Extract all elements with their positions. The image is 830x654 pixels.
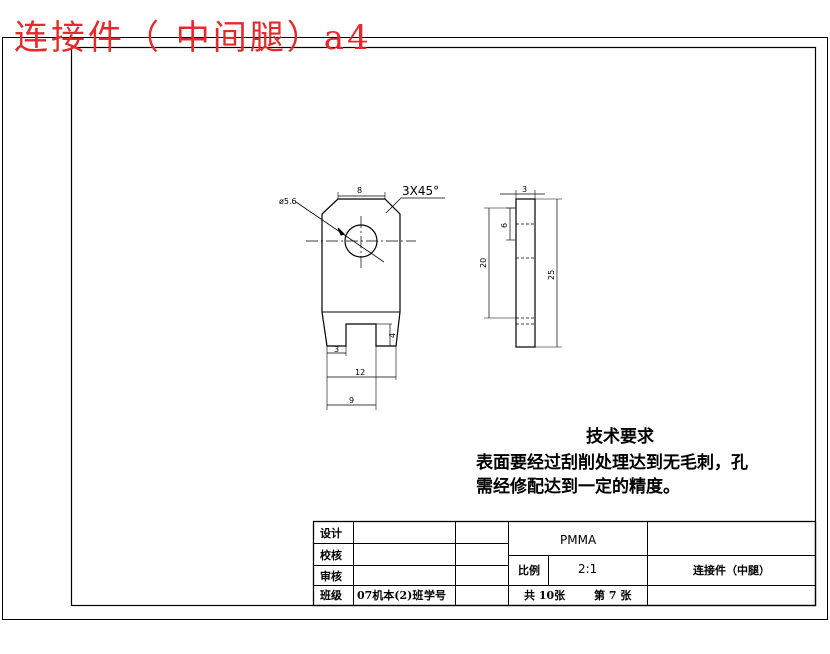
inner-height-label: 20 <box>479 258 488 268</box>
title-block <box>312 520 817 607</box>
side-view-outline <box>515 198 536 348</box>
review-label: 审核 <box>320 569 342 583</box>
left-slot-label: 3 <box>334 345 339 354</box>
scale-value: 2:1 <box>578 562 597 576</box>
requirements-heading: 技术要求 <box>586 426 654 447</box>
bottom-width-label: 12 <box>355 368 365 377</box>
material-value: PMMA <box>560 533 597 547</box>
slot-depth-label: 4 <box>388 333 397 338</box>
chamfer-label: 3X45° <box>402 184 439 198</box>
hole-diameter-label: ø5.6 <box>279 197 297 206</box>
offset-label: 9 <box>349 396 354 405</box>
check-label: 校核 <box>320 548 342 562</box>
side-hole-label: 6 <box>500 223 509 228</box>
chamfer-leader <box>385 197 402 214</box>
part-name: 连接件（中腿） <box>693 563 770 577</box>
top-width-label: 8 <box>357 186 362 195</box>
hole-leader-arrow <box>337 227 345 236</box>
requirements-line-2: 需经修配达到一定的精度。 <box>476 476 680 497</box>
sheet-number: 第 7 张 <box>594 588 632 602</box>
student-number-label: 学号 <box>424 588 446 602</box>
front-view <box>295 192 445 410</box>
document-title: 连接件（ 中间腿）a4 <box>14 18 372 58</box>
scale-label: 比例 <box>518 563 540 577</box>
side-view <box>484 190 562 348</box>
sheets-total: 共 10张 <box>524 588 566 602</box>
total-height-label: 25 <box>547 270 556 280</box>
requirements-line-1: 表面要经过刮削处理达到无毛刺，孔 <box>476 452 748 473</box>
design-label: 设计 <box>320 526 342 540</box>
outer-border <box>2 37 828 620</box>
thickness-label: 3 <box>522 185 527 194</box>
class-label: 班级 <box>320 588 343 602</box>
class-value: 07机本(2)班 <box>357 588 423 602</box>
